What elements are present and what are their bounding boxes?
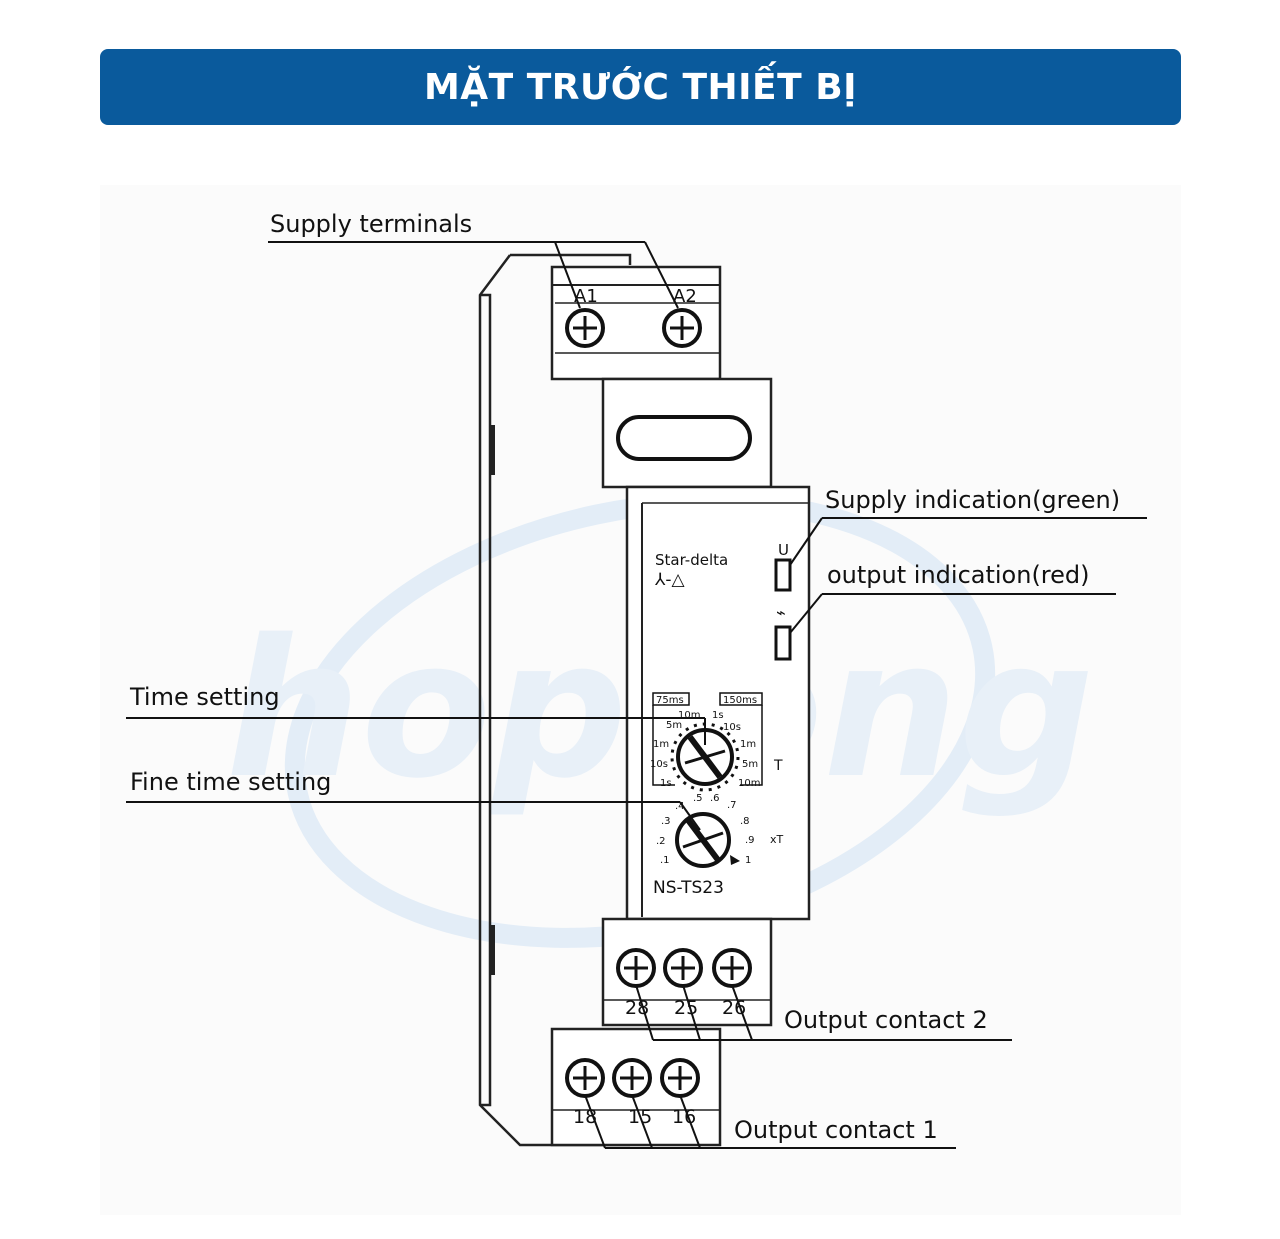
time-tick-left-5: 1s xyxy=(660,778,672,789)
callout-output-contact-1: Output contact 1 xyxy=(584,1094,956,1149)
top-terminal-block: A1 A2 xyxy=(550,265,722,381)
label-output-contact-1: Output contact 1 xyxy=(734,1116,938,1144)
screw-icon-25 xyxy=(663,948,703,988)
upper-bottom-terminal-block: 28 25 26 xyxy=(601,917,773,1027)
fine-tick-9: .9 xyxy=(745,835,755,846)
screw-icon-a2 xyxy=(662,308,702,348)
screw-icon-a1 xyxy=(565,308,605,348)
time-tick-right-1: 1s xyxy=(712,710,724,721)
fine-tick-6: .6 xyxy=(710,793,720,804)
screw-icon-28 xyxy=(616,948,656,988)
time-dial-right-box: 150ms xyxy=(723,695,757,706)
supply-led-symbol: U xyxy=(778,541,789,559)
title-banner: MẶT TRƯỚC THIẾT BỊ xyxy=(100,49,1181,125)
mode-text: Star-delta xyxy=(655,551,728,569)
time-tick-right-5: 10m xyxy=(738,778,760,789)
time-dial-left-box: 75ms xyxy=(656,695,684,706)
relay-front-diagram: hoplong A1 A2 xyxy=(126,210,1147,1149)
mode-symbol: ⅄-△ xyxy=(654,570,686,590)
callout-time-setting: Time setting xyxy=(126,683,706,745)
time-tick-left-3: 1m xyxy=(653,739,669,750)
label-output-contact-2: Output contact 2 xyxy=(784,1006,988,1034)
device-diagram-panel: hoplong A1 A2 xyxy=(100,185,1181,1215)
fine-time-setting-dial[interactable]: .1 .2 .3 .4 .5 .6 .7 .8 .9 1 xT xyxy=(656,793,784,868)
fine-tick-1: .1 xyxy=(660,855,670,866)
screw-icon-16 xyxy=(660,1058,700,1098)
fine-tick-4: .4 xyxy=(675,801,685,812)
terminal-label-a1: A1 xyxy=(574,286,598,307)
time-tick-left-1: 10m xyxy=(678,710,700,721)
callout-supply-terminals: Supply terminals xyxy=(268,210,679,309)
lower-bottom-terminal-block: 18 15 16 xyxy=(550,1027,722,1147)
fine-tick-5: .5 xyxy=(693,793,703,804)
time-tick-right-2: 10s xyxy=(723,722,741,733)
fine-tick-2: .2 xyxy=(656,836,666,847)
label-supply-terminals: Supply terminals xyxy=(270,210,472,238)
label-fine-time-setting: Fine time setting xyxy=(130,768,331,796)
time-tick-left-2: 5m xyxy=(666,720,682,731)
terminal-label-16: 16 xyxy=(672,1106,696,1128)
callout-output-indication: output indication(red) xyxy=(789,561,1116,634)
fine-dial-unit: xT xyxy=(770,833,784,846)
output-led-symbol: ⌁ xyxy=(776,603,786,622)
time-dial-side-symbol: T xyxy=(773,758,783,774)
callout-output-contact-2: Output contact 2 xyxy=(635,984,1012,1041)
terminal-label-26: 26 xyxy=(722,997,746,1019)
screw-icon-26 xyxy=(712,948,752,988)
label-time-setting: Time setting xyxy=(129,683,280,711)
terminal-label-25: 25 xyxy=(674,997,698,1019)
time-tick-right-4: 5m xyxy=(742,759,758,770)
fine-tick-10: 1 xyxy=(745,855,751,866)
label-output-indication: output indication(red) xyxy=(827,561,1090,589)
screw-icon-18 xyxy=(565,1058,605,1098)
label-supply-indication: Supply indication(green) xyxy=(825,486,1120,514)
terminal-label-a2: A2 xyxy=(673,286,697,307)
terminal-label-28: 28 xyxy=(625,997,649,1019)
output-led: ⌁ xyxy=(774,603,792,661)
supply-led: U xyxy=(774,541,792,592)
fine-tick-3: .3 xyxy=(661,816,671,827)
time-tick-right-3: 1m xyxy=(740,739,756,750)
screw-icon-15 xyxy=(612,1058,652,1098)
time-tick-left-4: 10s xyxy=(650,759,668,770)
upper-neck xyxy=(601,377,773,489)
callout-fine-time-setting: Fine time setting xyxy=(126,768,701,831)
callout-supply-indication: Supply indication(green) xyxy=(789,486,1147,566)
model-name: NS-TS23 xyxy=(653,878,724,898)
fine-tick-7: .7 xyxy=(727,800,737,811)
fine-tick-8: .8 xyxy=(740,816,750,827)
banner-title: MẶT TRƯỚC THIẾT BỊ xyxy=(423,66,858,108)
